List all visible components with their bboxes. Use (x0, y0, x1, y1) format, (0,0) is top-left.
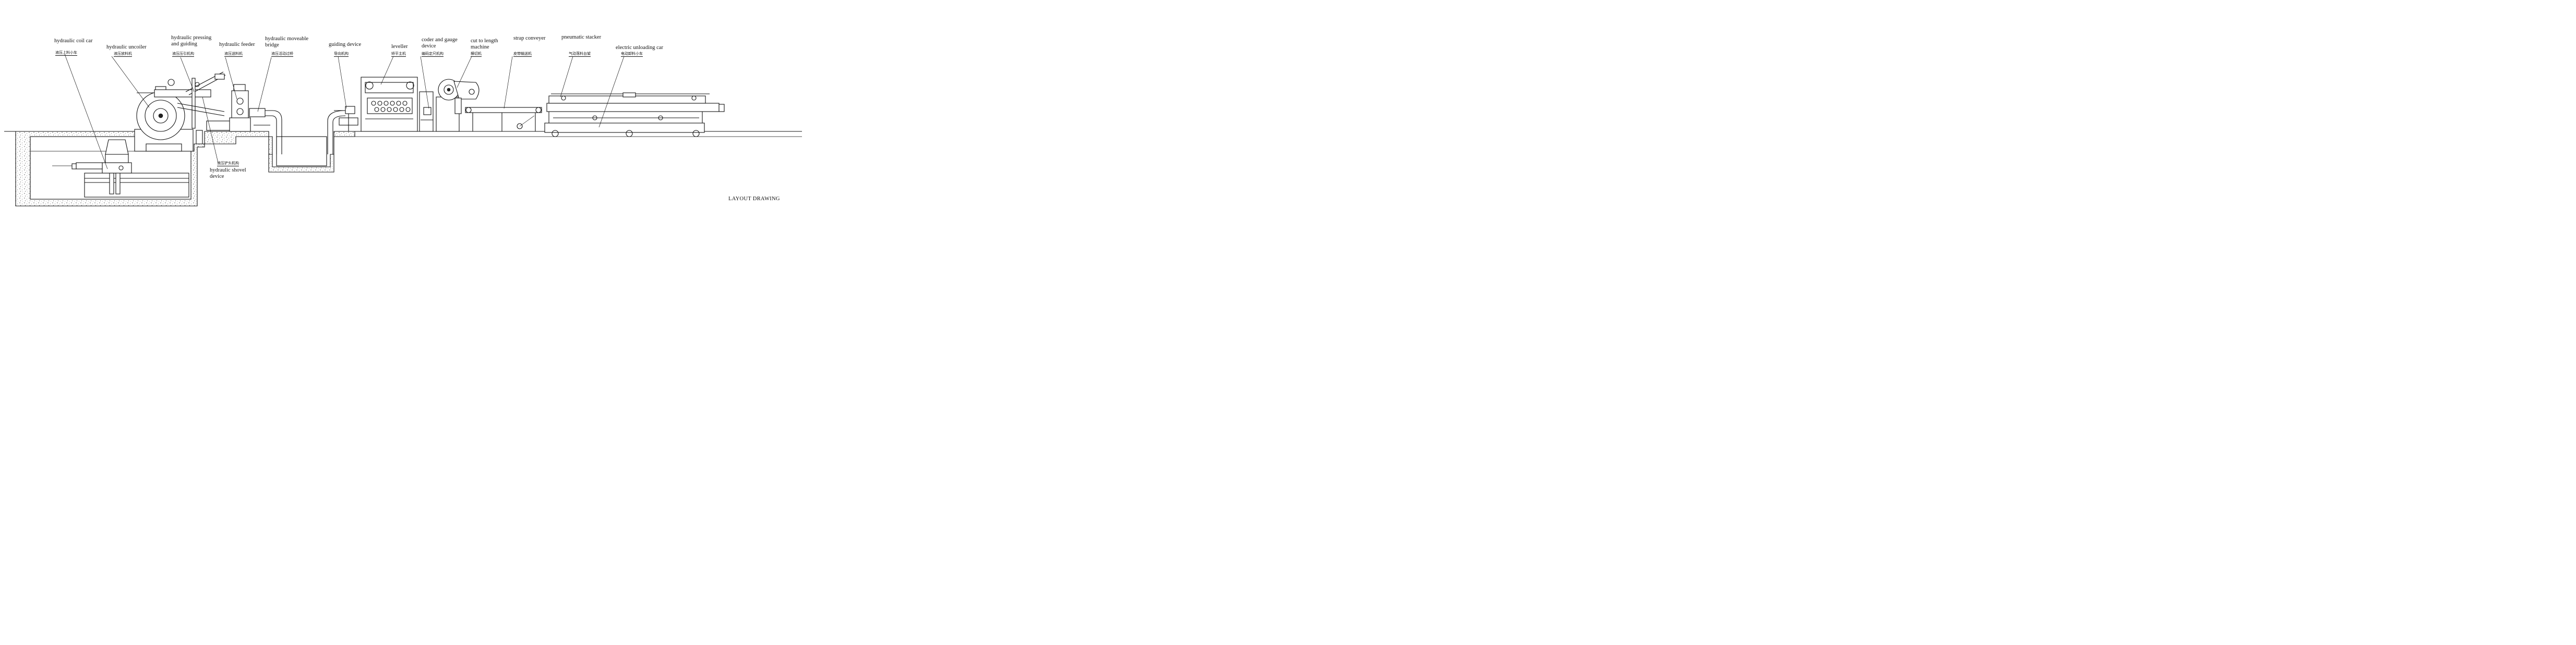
unloading-car-machine (544, 115, 705, 137)
cn-label-bridge: 液压活动过桥 (271, 52, 293, 57)
uncoiler-machine (134, 79, 194, 152)
feeder-machine (229, 84, 251, 132)
coil-car-machine (52, 139, 189, 198)
label-cutter: cut to length machine (471, 38, 498, 50)
label-coil-car: hydraulic coil car (54, 38, 93, 44)
coder-machine (419, 91, 434, 132)
label-bridge: hydraulic moveable bridge (265, 36, 309, 48)
cn-label-pressing: 液压压引机构 (172, 52, 194, 57)
cn-label-coil-car: 液压上料小车 (55, 51, 77, 56)
bridge-machine (249, 108, 346, 154)
leader-lines (64, 54, 625, 169)
layout-drawing: hydraulic coil car 液压上料小车 hydraulic unco… (0, 0, 806, 207)
cn-label-feeder: 液压送料机 (224, 52, 243, 57)
leveller-rolls (371, 101, 411, 112)
production-line-drawing (4, 54, 802, 206)
strap-conveyer-machine (465, 107, 542, 131)
label-unloading: electric unloading car (616, 45, 663, 51)
label-uncoiler: hydraulic uncoiler (106, 44, 147, 50)
stacker-machine (546, 92, 725, 131)
bridge-pit (276, 136, 327, 166)
label-strap: strap conveyer (513, 35, 546, 41)
guiding-machine (339, 106, 358, 131)
label-shovel: hydraulic shovel device (210, 167, 246, 179)
cn-label-leveller: 矫平主机 (391, 52, 406, 57)
drawing-title: LAYOUT DRAWING (728, 196, 780, 202)
label-feeder: hydraulic feeder (219, 42, 255, 47)
cn-label-coder: 编码定尺机构 (422, 52, 444, 57)
label-pressing: hydraulic pressing and guiding (171, 35, 212, 47)
pressing-machine (154, 71, 231, 144)
cn-label-strap: 皮带输送机 (513, 52, 532, 57)
label-guiding: guiding device (329, 42, 362, 47)
cn-label-stacker: 气动落料台架 (569, 52, 591, 57)
label-stacker: pneumatic stacker (561, 34, 602, 40)
label-coder: coder and gauge device (422, 37, 458, 49)
cn-label-cutter: 横切机 (471, 52, 482, 57)
cutter-machine (436, 79, 480, 132)
cn-label-shovel: 液压铲头机构 (217, 161, 239, 166)
label-leveller: leveller (391, 44, 408, 50)
cn-label-unloading: 电动卸料小车 (621, 52, 643, 57)
cn-label-uncoiler: 液压放料机 (114, 52, 132, 57)
leveller-machine (361, 77, 418, 132)
cn-label-guiding: 导向机构 (334, 52, 349, 57)
